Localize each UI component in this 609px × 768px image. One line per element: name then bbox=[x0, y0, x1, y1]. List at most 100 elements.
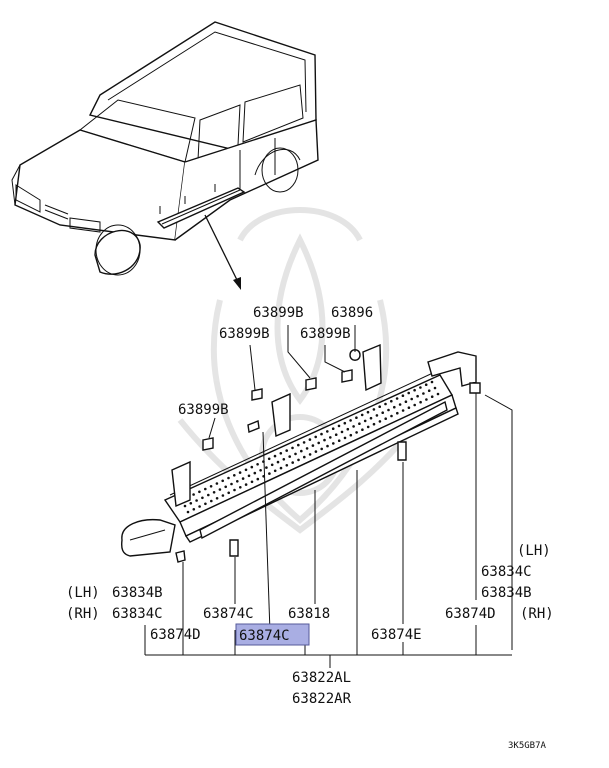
perforation-dot bbox=[372, 408, 376, 411]
perforation-dot bbox=[340, 430, 344, 434]
perforation-dot bbox=[369, 416, 373, 420]
perforation-dot bbox=[265, 466, 268, 469]
perforation-dot bbox=[183, 504, 187, 508]
perforation-dot bbox=[375, 414, 379, 417]
perforation-dot bbox=[410, 397, 414, 401]
bolt-parts bbox=[175, 349, 481, 563]
perforation-dot bbox=[305, 447, 309, 450]
callout-top-1[interactable]: 63899B bbox=[253, 305, 304, 321]
perforation-dot bbox=[241, 477, 245, 480]
perforation-dot bbox=[244, 468, 248, 472]
perforation-dot bbox=[288, 455, 292, 458]
callout-right-end-rh[interactable]: 63834B bbox=[481, 585, 532, 601]
perforation-dot bbox=[198, 505, 201, 508]
perforation-dot bbox=[416, 394, 419, 398]
perforation-dot bbox=[270, 463, 274, 467]
perforation-dot bbox=[355, 431, 358, 434]
perforation-dot bbox=[227, 476, 230, 480]
perforation-dot bbox=[413, 403, 417, 407]
perforation-dot bbox=[224, 485, 227, 489]
perforation-dot bbox=[425, 398, 428, 401]
perforation-dot bbox=[239, 486, 242, 489]
perforation-dot bbox=[433, 386, 437, 390]
callout-top-3[interactable]: 63899B bbox=[219, 326, 270, 342]
perforation-dot bbox=[407, 406, 411, 410]
perforation-dot bbox=[419, 386, 422, 389]
perforation-dot bbox=[230, 482, 233, 486]
perforation-dot bbox=[326, 444, 329, 448]
perforation-dot bbox=[381, 411, 385, 415]
callout-left-end-rh[interactable]: 63834C bbox=[112, 606, 163, 622]
perforation-dot bbox=[323, 438, 326, 442]
perforation-dot bbox=[233, 488, 236, 492]
callout-left-1[interactable]: 63899B bbox=[178, 402, 229, 418]
perforation-dot bbox=[192, 508, 196, 511]
perforation-dot bbox=[329, 436, 332, 439]
perforation-dot bbox=[331, 427, 335, 431]
callout-labels[interactable]: 63899B 63896 63899B 63899B 63899B (LH) 6… bbox=[66, 305, 554, 707]
perforation-dot bbox=[250, 465, 254, 469]
perforation-dot bbox=[390, 414, 393, 418]
perforation-dot bbox=[332, 442, 335, 445]
highlight-box bbox=[235, 623, 310, 646]
perforation-dot bbox=[236, 480, 239, 483]
callout-right-bolt[interactable]: 63874E bbox=[371, 627, 422, 643]
perforation-dot bbox=[419, 400, 422, 404]
perforation-dot bbox=[256, 477, 260, 481]
perforation-dot bbox=[320, 432, 323, 436]
callout-top-4[interactable]: 63899B bbox=[300, 326, 351, 342]
perforation-dot bbox=[308, 453, 312, 456]
callout-right-bolt-lower[interactable]: 63874D bbox=[445, 606, 496, 622]
perforation-dot bbox=[366, 425, 370, 429]
callout-left-end-lh[interactable]: 63834B bbox=[112, 585, 163, 601]
perforation-dot bbox=[427, 389, 431, 393]
perforation-dot bbox=[337, 439, 341, 443]
perforation-dot bbox=[253, 471, 257, 475]
perforation-dot bbox=[227, 491, 230, 495]
figure-code: 3K5GB7A bbox=[508, 741, 547, 751]
perforation-dot bbox=[279, 452, 283, 455]
perforation-dot bbox=[259, 469, 262, 472]
perforation-dot bbox=[337, 424, 341, 428]
perforation-dot bbox=[297, 458, 300, 462]
perforation-dot bbox=[192, 493, 195, 496]
perforation-dot bbox=[407, 391, 411, 395]
callout-center-part[interactable]: 63818 bbox=[288, 606, 330, 622]
step-perforations bbox=[180, 380, 440, 514]
rh-label-left: (RH) bbox=[66, 606, 100, 622]
callout-left-bolt-lower[interactable]: 63874D bbox=[150, 627, 201, 643]
perforation-dot bbox=[384, 417, 388, 421]
callout-right-end-lh[interactable]: 63834C bbox=[481, 564, 532, 580]
callout-assembly-lh[interactable]: 63822AL bbox=[292, 670, 351, 686]
perforation-dot bbox=[311, 444, 315, 447]
perforation-dot bbox=[189, 502, 193, 505]
perforation-dot bbox=[279, 466, 283, 470]
rh-side-lh-label: (LH) bbox=[517, 543, 551, 559]
perforation-dot bbox=[195, 499, 198, 502]
perforation-dot bbox=[215, 497, 219, 500]
perforation-dot bbox=[302, 441, 306, 444]
callout-highlighted[interactable]: 63874C bbox=[239, 628, 290, 644]
perforation-dot bbox=[404, 400, 408, 404]
perforation-dot bbox=[317, 441, 321, 445]
perforation-dot bbox=[204, 487, 207, 491]
callout-assembly-rh[interactable]: 63822AR bbox=[292, 691, 352, 707]
perforation-dot bbox=[218, 488, 222, 491]
perforation-dot bbox=[334, 433, 338, 437]
perforation-dot bbox=[349, 433, 353, 437]
perforation-dot bbox=[360, 413, 364, 417]
perforation-dot bbox=[395, 397, 399, 400]
perforation-dot bbox=[363, 419, 367, 423]
perforation-dot bbox=[343, 436, 347, 440]
perforation-dot bbox=[297, 443, 300, 447]
perforation-dot bbox=[430, 395, 434, 399]
callout-top-2[interactable]: 63896 bbox=[331, 305, 373, 321]
perforation-dot bbox=[303, 455, 306, 459]
perforation-dot bbox=[291, 461, 295, 464]
perforation-dot bbox=[314, 450, 318, 453]
perforation-dot bbox=[396, 411, 399, 415]
perforation-dot bbox=[201, 496, 204, 500]
perforation-dot bbox=[268, 472, 271, 475]
callout-left-bolt[interactable]: 63874C bbox=[203, 606, 254, 622]
